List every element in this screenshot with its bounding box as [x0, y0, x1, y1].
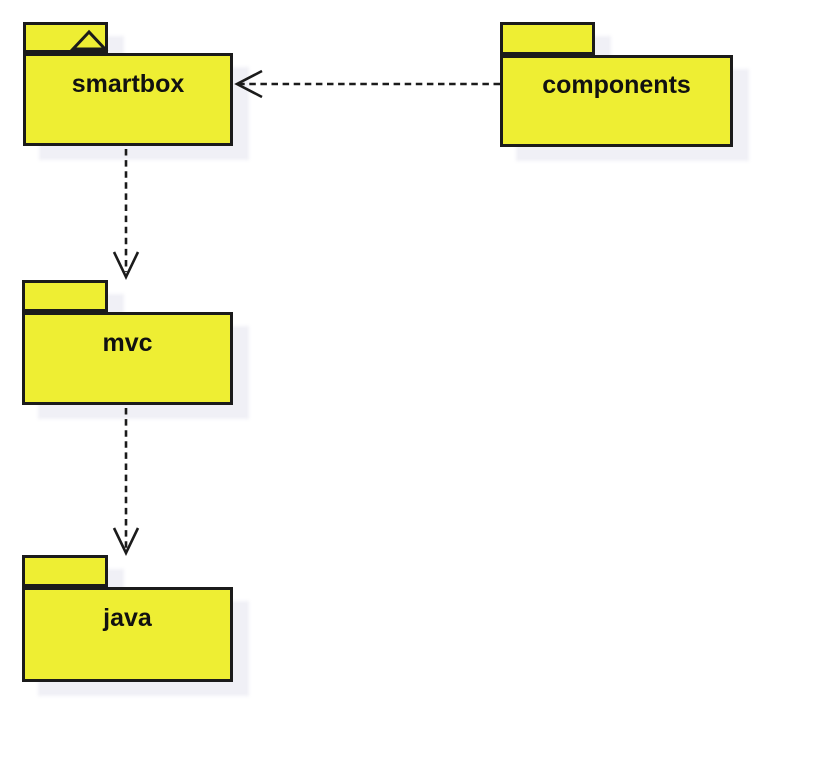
package-body: mvc [22, 312, 233, 405]
package-tab [22, 555, 108, 587]
package-tab [23, 22, 109, 53]
package-label: components [542, 71, 691, 99]
package-label: mvc [102, 329, 153, 357]
package-body: smartbox [23, 53, 233, 146]
open-arrowhead-icon [112, 527, 140, 557]
package-tab [22, 280, 108, 312]
package-tab [500, 22, 595, 55]
package-body: components [500, 55, 733, 147]
arrow-mvc-to-java [112, 408, 140, 557]
arrow-components-to-smartbox [234, 69, 500, 99]
package-body: java [22, 587, 233, 682]
package-label: java [103, 604, 152, 632]
triangle-up-icon [70, 29, 109, 51]
arrow-smartbox-to-mvc [112, 149, 140, 281]
package-label: smartbox [71, 70, 185, 98]
open-arrowhead-icon [112, 251, 140, 281]
